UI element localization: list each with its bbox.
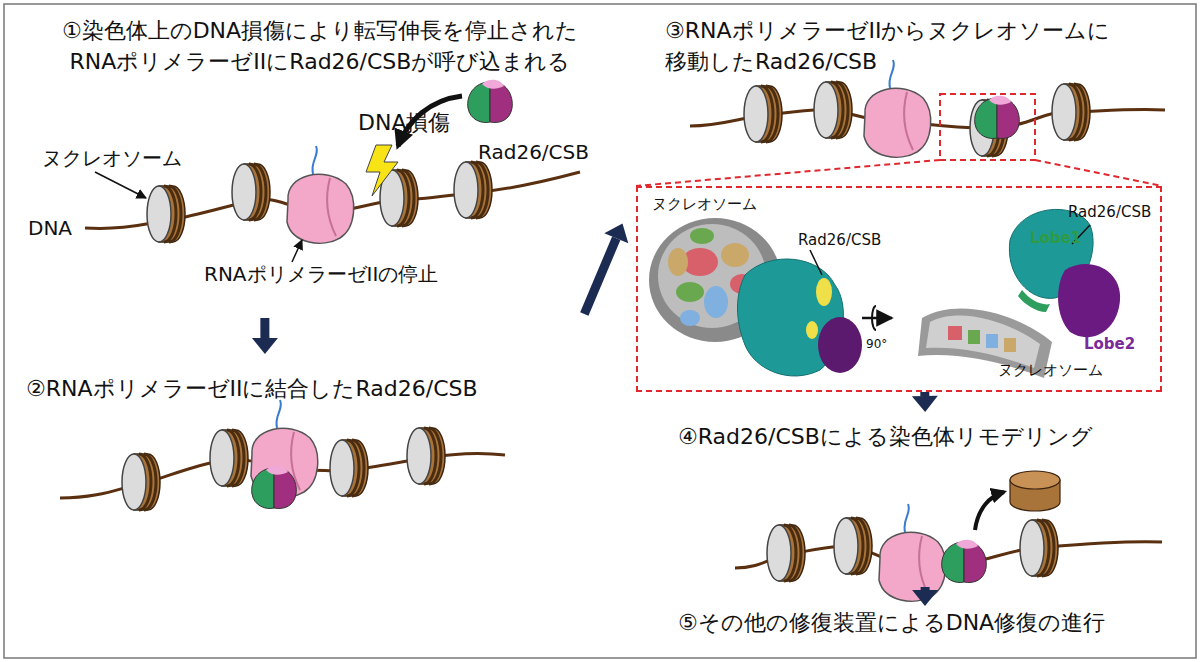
arrow-shaft xyxy=(921,587,930,590)
flow-arrow xyxy=(912,587,938,606)
arrow-shaft xyxy=(584,238,616,314)
annotation-label: DNA損傷 xyxy=(358,110,450,136)
structure-label: ヌクレオソーム xyxy=(652,194,757,215)
panel3-art xyxy=(636,60,1165,186)
flow-arrow xyxy=(912,392,938,412)
panel4-art xyxy=(735,471,1162,601)
step-heading: ①染色体上のDNA損傷により転写伸長を停止された RNAポリメラーゼIIにRad… xyxy=(20,16,620,78)
flow-arrow xyxy=(584,223,628,313)
structure-label: Rad26/CSB xyxy=(798,230,881,251)
step-heading: ⑤その他の修復装置によるDNA修復の進行 xyxy=(678,608,1168,639)
panel1-art xyxy=(85,80,580,262)
structure-box: ヌクレオソーム Rad26/CSB Rad26/CSB Lobe1Lobe2 90° ヌク… xyxy=(636,186,1162,392)
annotation-label: RNAポリメラーゼIIの停止 xyxy=(204,262,438,286)
cryo-em-map xyxy=(649,209,1120,378)
arrow-shaft xyxy=(920,392,929,396)
outer-frame xyxy=(4,4,1196,658)
arrow-head xyxy=(912,396,938,412)
annotation-label: Rad26/CSB xyxy=(478,140,589,164)
step-heading: ③RNAポリメラーゼIIからヌクレオソームに 移動したRad26/CSB xyxy=(665,16,1170,78)
annotation-label: ヌクレオソーム xyxy=(42,146,182,170)
annotation-label: DNA xyxy=(28,216,72,240)
step-panel: ③RNAポリメラーゼIIからヌクレオソームに 移動したRad26/CSB xyxy=(640,12,1170,182)
panel2-art xyxy=(60,400,505,510)
structure-label: ヌクレオソーム xyxy=(998,360,1103,381)
arrow-shaft xyxy=(260,318,269,338)
step-heading: ②RNAポリメラーゼIIに結合したRad26/CSB xyxy=(26,374,576,405)
arrow-head xyxy=(252,338,278,354)
flow-arrow xyxy=(252,318,278,354)
structure-label: Rad26/CSB xyxy=(1068,202,1151,223)
rotation-label: 90° xyxy=(866,336,887,353)
step-panel: ④Rad26/CSBによる染色体リモデリング xyxy=(640,412,1170,587)
arrow-head xyxy=(912,590,938,606)
arrow-head xyxy=(604,223,628,243)
lobe-label: Lobe1 xyxy=(1030,228,1081,249)
step-panel: ②RNAポリメラーゼIIに結合したRad26/CSB xyxy=(20,360,580,500)
step-heading: ④Rad26/CSBによる染色体リモデリング xyxy=(678,422,1158,453)
step-panel: ⑤その他の修復装置によるDNA修復の進行 xyxy=(670,606,1170,650)
lobe-label: Lobe2 xyxy=(1084,334,1135,355)
